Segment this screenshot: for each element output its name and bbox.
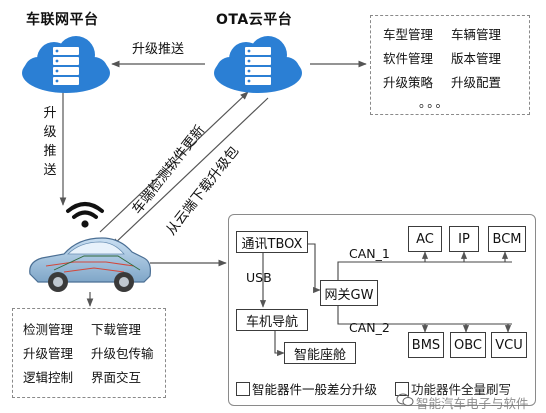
bms-node: BMS bbox=[408, 332, 444, 358]
management-item: 升级策略 bbox=[383, 75, 434, 90]
can2-label: CAN_2 bbox=[349, 320, 390, 335]
management-box: 车型管理 车辆管理 软件管理 版本管理 升级策略 升级配置 。。。 bbox=[370, 15, 530, 115]
tbox-node: 通讯TBOX bbox=[236, 231, 308, 253]
vehicle-function-item: 检测管理 bbox=[23, 322, 74, 337]
ip-node: IP bbox=[449, 226, 479, 252]
vcu-node: VCU bbox=[491, 332, 527, 358]
wifi-icon bbox=[66, 202, 104, 228]
bcm-node: BCM bbox=[488, 226, 526, 252]
vehicle-function-item: 逻辑控制 bbox=[23, 370, 74, 385]
management-ellipsis: 。。。 bbox=[419, 95, 451, 110]
vehicle-function-item: 下载管理 bbox=[91, 322, 142, 337]
cockpit-node: 智能座舱 bbox=[284, 342, 356, 364]
legend-swatch-full-flash bbox=[395, 382, 409, 396]
ota-cloud-title: OTA云平台 bbox=[216, 12, 293, 28]
can1-label: CAN_1 bbox=[349, 246, 390, 261]
ac-node: AC bbox=[408, 226, 442, 252]
wechat-icon bbox=[396, 393, 414, 406]
legend-swatch-differential bbox=[236, 382, 250, 396]
vehicle-functions-box: 检测管理 下载管理 升级管理 升级包传输 逻辑控制 界面交互 bbox=[12, 308, 166, 398]
cloud-server-icon bbox=[214, 36, 302, 93]
gateway-node: 网关GW bbox=[320, 280, 378, 306]
management-item: 升级配置 bbox=[451, 75, 502, 90]
watermark-text: 智能汽车电子与软件 bbox=[416, 396, 529, 411]
ecu-architecture-box bbox=[228, 214, 536, 406]
management-item: 车辆管理 bbox=[451, 27, 502, 42]
cloud-server-icon bbox=[22, 36, 110, 93]
management-item: 版本管理 bbox=[451, 51, 502, 66]
vehicle-function-item: 升级包传输 bbox=[91, 346, 154, 361]
usb-label: USB bbox=[246, 270, 272, 285]
vehicle-function-item: 升级管理 bbox=[23, 346, 74, 361]
connected-car-platform-title: 车联网平台 bbox=[26, 12, 99, 28]
vertical-push-label: 升 级 推 送 bbox=[43, 106, 57, 178]
management-item: 软件管理 bbox=[383, 51, 434, 66]
vehicle-function-item: 界面交互 bbox=[91, 370, 142, 385]
obc-node: OBC bbox=[450, 332, 486, 358]
management-item: 车型管理 bbox=[383, 27, 434, 42]
download-arrow bbox=[111, 97, 269, 247]
detect-arrow bbox=[99, 91, 249, 233]
legend-differential-upgrade: 智能器件一般差分升级 bbox=[252, 382, 378, 397]
vehicle-icon bbox=[29, 237, 151, 292]
infotainment-node: 车机导航 bbox=[236, 309, 308, 331]
legend-full-flash: 功能器件全量刷写 bbox=[411, 382, 512, 397]
push-label: 升级推送 bbox=[132, 42, 185, 57]
